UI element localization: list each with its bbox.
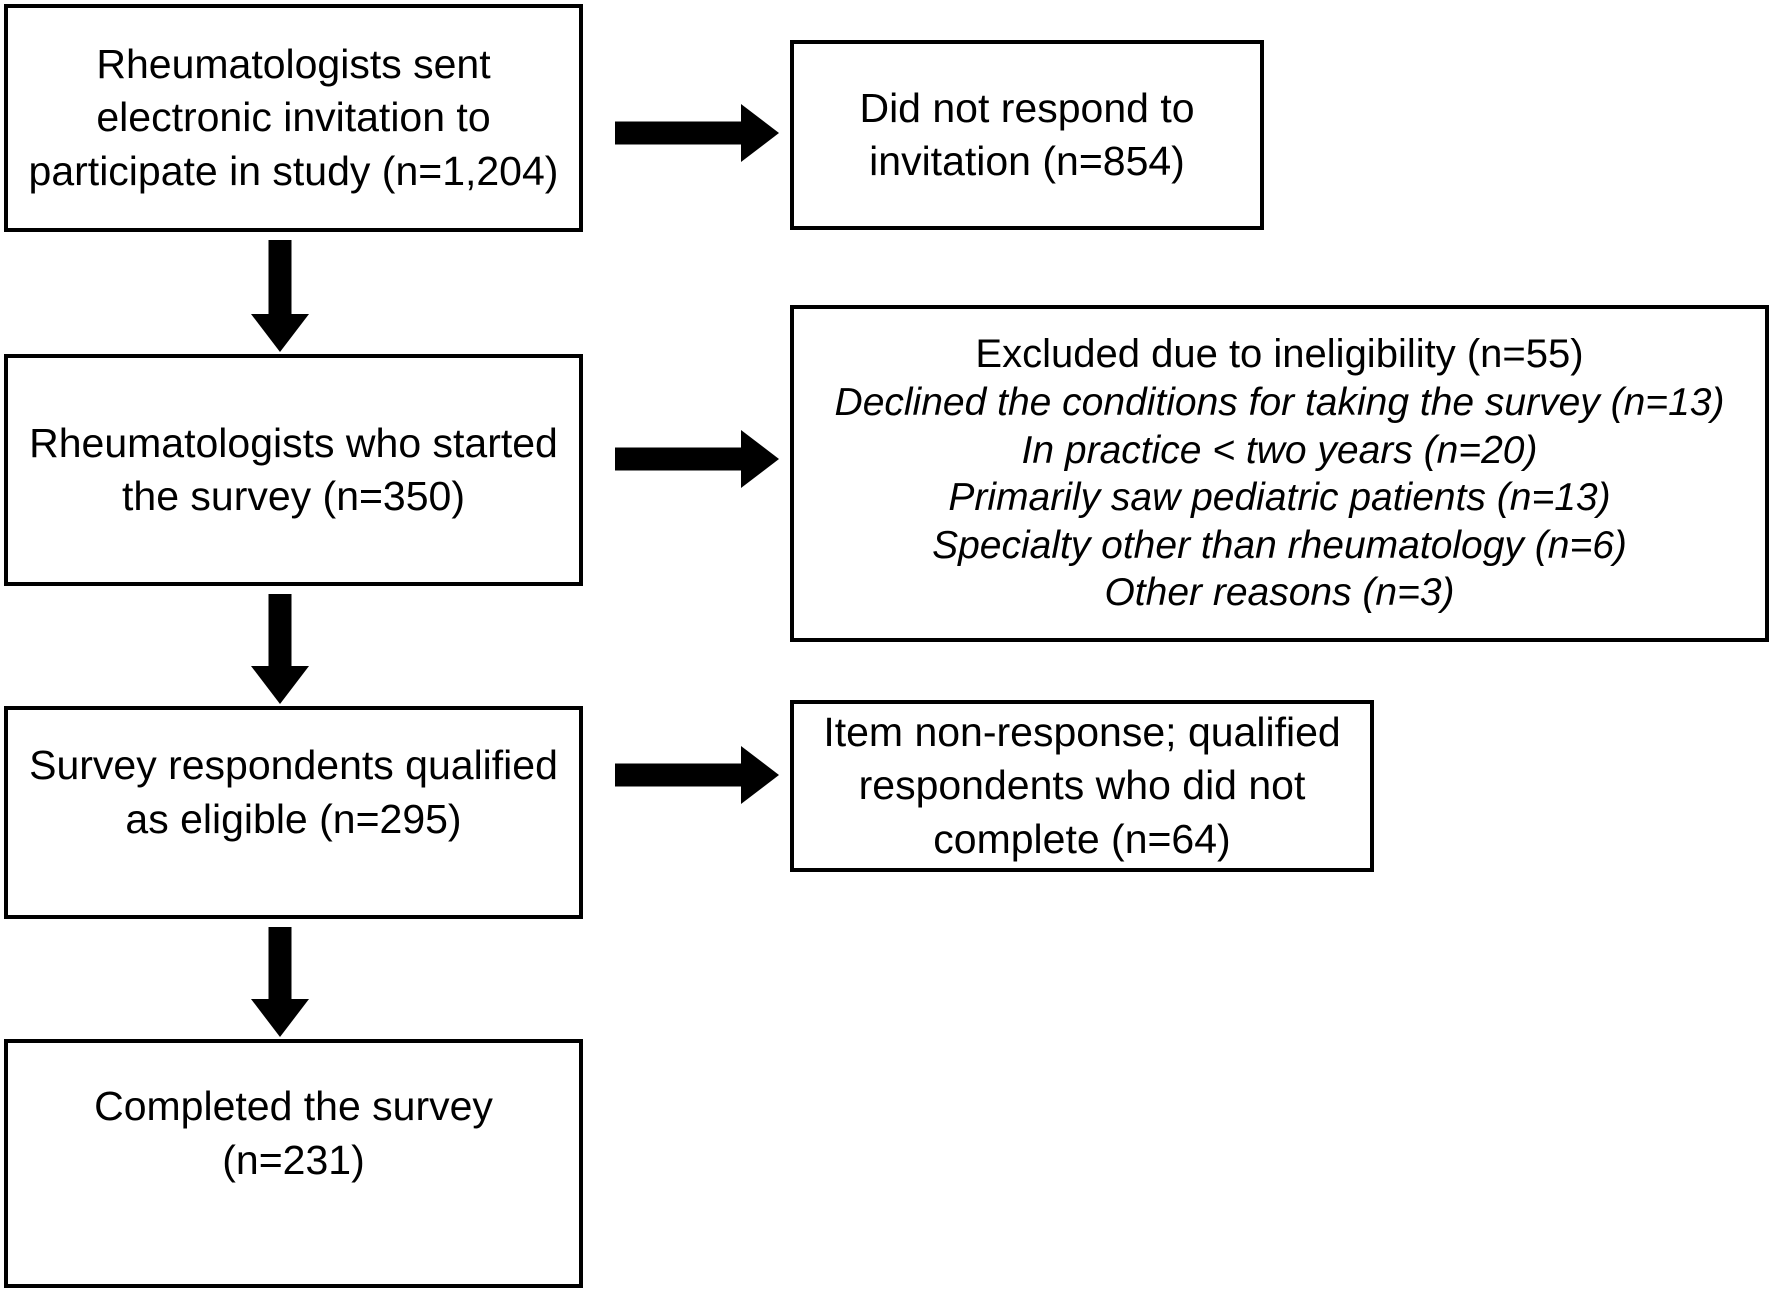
arrow-invited-to-started xyxy=(251,240,309,352)
node-item-nonresponse: Item non-response; qualified respondents… xyxy=(790,700,1374,872)
arrow-qualified-to-item-nonresponse xyxy=(615,746,779,804)
node-completed-label: Completed the survey (n=231) xyxy=(94,1083,493,1183)
node-invited: Rheumatologists sent electronic invitati… xyxy=(4,4,583,232)
arrow-started-to-excluded xyxy=(615,430,779,488)
node-started-label: Rheumatologists who started the survey (… xyxy=(29,419,558,519)
arrow-head-icon xyxy=(741,746,779,804)
node-excluded: Excluded due to ineligibility (n=55) Dec… xyxy=(790,305,1769,642)
arrow-started-to-qualified xyxy=(251,594,309,704)
node-excluded-reason-0: Declined the conditions for taking the s… xyxy=(834,380,1725,424)
node-invited-label: Rheumatologists sent electronic invitati… xyxy=(28,41,559,194)
arrow-invited-to-no-response xyxy=(615,104,779,162)
node-excluded-heading: Excluded due to ineligibility (n=55) xyxy=(975,332,1584,377)
node-qualified-label: Survey respondents qualified as eligible… xyxy=(29,742,558,842)
node-excluded-reason-1: In practice < two years (n=20) xyxy=(1021,428,1538,472)
arrow-shaft xyxy=(268,240,292,318)
arrow-head-icon xyxy=(741,104,779,162)
arrow-head-icon xyxy=(251,999,309,1037)
node-no-response-label: Did not respond to invitation (n=854) xyxy=(859,84,1195,184)
node-qualified: Survey respondents qualified as eligible… xyxy=(4,706,583,919)
arrow-shaft xyxy=(615,447,747,471)
node-excluded-reason-4: Other reasons (n=3) xyxy=(1104,571,1455,615)
node-completed: Completed the survey (n=231) xyxy=(4,1039,583,1288)
node-item-nonresponse-label: Item non-response; qualified respondents… xyxy=(823,709,1341,862)
node-started: Rheumatologists who started the survey (… xyxy=(4,354,583,586)
arrow-shaft xyxy=(268,594,292,670)
arrow-shaft xyxy=(615,763,747,787)
arrow-shaft xyxy=(615,121,747,145)
node-no-response: Did not respond to invitation (n=854) xyxy=(790,40,1264,230)
arrow-shaft xyxy=(268,927,292,1003)
arrow-head-icon xyxy=(251,314,309,352)
node-excluded-reason-3: Specialty other than rheumatology (n=6) xyxy=(932,523,1627,567)
node-excluded-reason-2: Primarily saw pediatric patients (n=13) xyxy=(948,476,1611,520)
arrow-qualified-to-completed xyxy=(251,927,309,1037)
arrow-head-icon xyxy=(251,666,309,704)
arrow-head-icon xyxy=(741,430,779,488)
